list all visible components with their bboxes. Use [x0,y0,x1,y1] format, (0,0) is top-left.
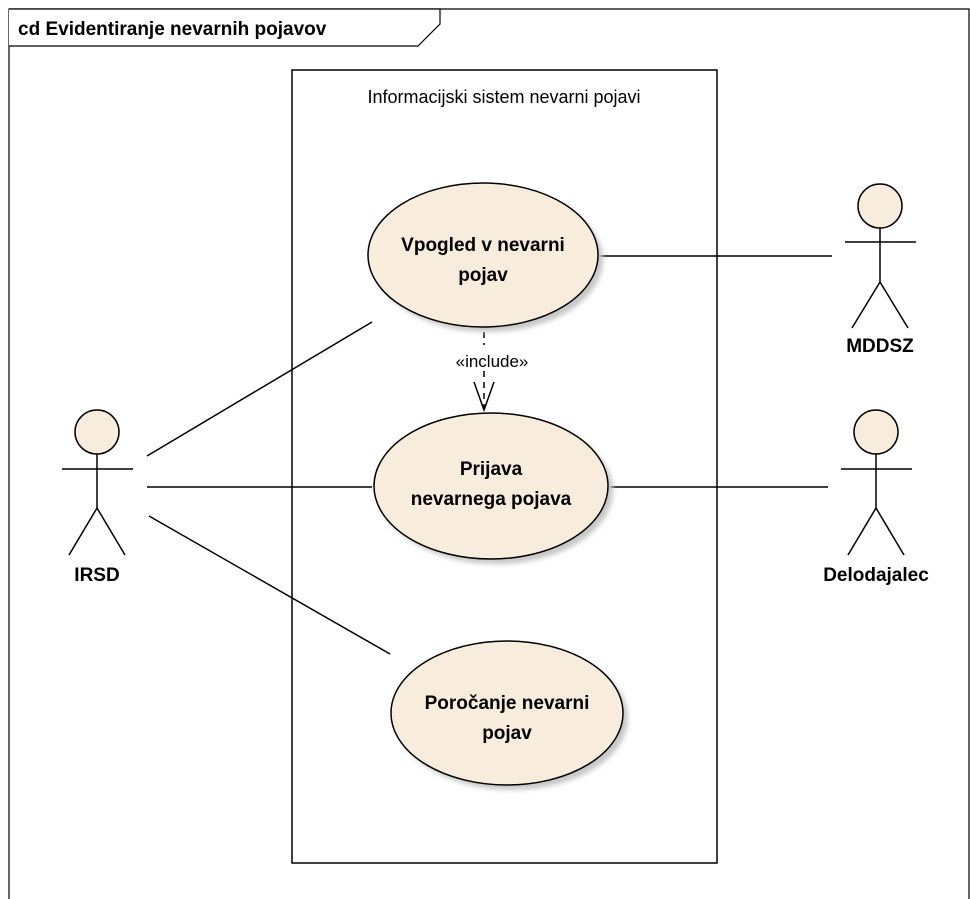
actor-delodajalec[interactable]: Delodajalec [823,409,929,586]
system-title: Informacijski sistem nevarni pojavi [367,87,640,107]
include-dependency: «include» [456,332,529,413]
use-case-prijava-line1: Prijava [460,459,523,480]
use-case-vpogled-line1: Vpogled v nevarni [401,235,565,256]
use-case-vpogled-line2: pojav [458,265,508,286]
frame-title: cd Evidentiranje nevarnih pojavov [18,19,327,40]
actor-irsd-icon [62,409,133,556]
actor-delodajalec-icon [841,409,912,556]
use-case-prijava[interactable]: Prijava nevarnega pojava [373,412,613,564]
use-case-porocanje[interactable]: Poročanje nevarni pojav [390,640,628,790]
include-label: «include» [456,352,529,371]
actor-delodajalec-label: Delodajalec [823,565,929,586]
association-irsd-porocanje [148,515,391,655]
actor-irsd-label: IRSD [74,565,119,586]
use-case-prijava-line2: nevarnega pojava [411,489,572,510]
use-case-vpogled[interactable]: Vpogled v nevarni pojav [367,182,603,332]
include-arrowhead [473,381,495,413]
use-case-porocanje-line2: pojav [482,723,532,744]
use-case-porocanje-line1: Poročanje nevarni [425,693,590,714]
actor-irsd[interactable]: IRSD [62,409,133,586]
associations [146,255,832,655]
diagram-frame: cd Evidentiranje nevarnih pojavov [8,8,970,899]
actor-mddsz[interactable]: MDDSZ [845,183,916,357]
actor-mddsz-label: MDDSZ [846,336,914,357]
actor-mddsz-icon [845,183,916,329]
association-irsd-vpogled [146,321,373,457]
